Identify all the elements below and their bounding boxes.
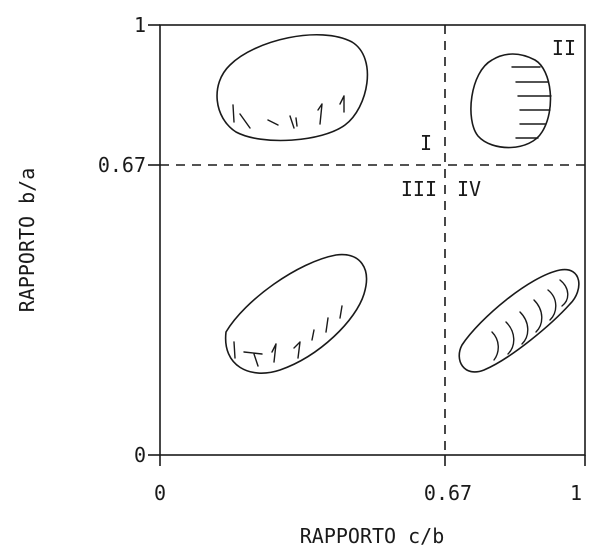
x-tick-label-right: 1 xyxy=(570,481,582,505)
rod-pebble-hatching xyxy=(492,280,568,360)
rod-pebble-sketch xyxy=(459,270,579,372)
blade-pebble-sketch xyxy=(226,255,367,374)
y-tick-label-mid: 0.67 xyxy=(98,153,146,177)
quadrant-label-iii: III xyxy=(401,177,437,201)
blade-pebble-hatching xyxy=(234,306,342,366)
disc-pebble-sketch xyxy=(217,35,367,141)
x-axis-title: RAPPORTO c/b xyxy=(300,524,445,548)
plot-frame xyxy=(160,25,585,455)
quadrant-label-iv: IV xyxy=(457,177,481,201)
x-tick-label-left: 0 xyxy=(154,481,166,505)
y-tick-label-top: 1 xyxy=(134,13,146,37)
quadrant-label-i: I xyxy=(420,131,432,155)
rod-pebble-outline xyxy=(459,270,579,372)
sphere-pebble-sketch xyxy=(471,54,551,148)
sphere-pebble-outline xyxy=(471,54,551,148)
blade-pebble-outline xyxy=(226,255,367,374)
disc-pebble-hatching xyxy=(233,96,344,128)
y-tick-label-bottom: 0 xyxy=(134,443,146,467)
y-axis-title: RAPPORTO b/a xyxy=(15,168,39,313)
quadrant-label-ii: II xyxy=(552,36,576,60)
x-tick-label-mid: 0.67 xyxy=(424,481,472,505)
